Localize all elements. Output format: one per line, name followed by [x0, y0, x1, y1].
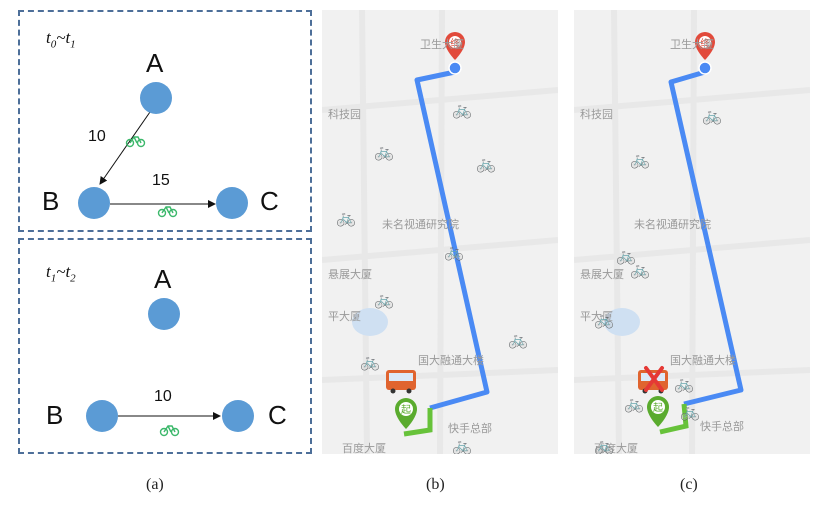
caption-c: (c) [680, 476, 698, 493]
node-label-c: C [268, 400, 287, 430]
start-marker: 起 [395, 398, 417, 429]
caption-a: (a) [146, 476, 164, 493]
node-label-b: B [42, 186, 60, 216]
route-line [668, 69, 744, 407]
node-b [78, 187, 110, 219]
edge-a-b [99, 111, 151, 185]
end-marker: 终 [445, 32, 465, 75]
poi-label: 平大厦 [328, 311, 361, 323]
poi-label: 未名视通研究院 [382, 219, 459, 231]
bicycle-icon: 🚲 [374, 144, 394, 161]
walking-route [659, 403, 689, 435]
route-line [414, 69, 490, 411]
bicycle-icon: 🚲 [630, 262, 650, 279]
bicycle-icon: 🚲 [702, 108, 722, 125]
bicycle-icon: 🚲 [674, 376, 694, 393]
end-marker: 终 [695, 32, 715, 75]
time-range-top: t0~t1 [46, 28, 76, 51]
map-c: 终 起 卫生大厦 科技园 未名视通研究院 悬展大厦 平大厦 国大融通大楼 快手总… [574, 10, 810, 454]
graph-edges-top [99, 111, 216, 218]
poi-label: 国大融通大楼 [418, 355, 484, 367]
edge-weight-b-c: 10 [154, 388, 172, 405]
caption-b: (b) [426, 476, 445, 493]
poi-label: 平大厦 [580, 311, 613, 323]
walking-route [403, 408, 433, 437]
time-start-label: t1 [46, 262, 57, 285]
graph-edges-bottom [118, 412, 221, 437]
end-marker-label: 终 [700, 37, 709, 48]
node-label-c: C [260, 186, 279, 216]
cross-icon [644, 366, 664, 392]
start-marker-label: 起 [653, 402, 663, 414]
poi-label: 快手总部 [700, 421, 744, 433]
node-a [148, 298, 180, 330]
end-marker-label: 终 [450, 37, 459, 48]
bicycle-icon [157, 206, 178, 218]
poi-label: 卫生大厦 [670, 39, 714, 51]
bicycle-icon: 🚲 [336, 210, 356, 227]
node-label-a: A [154, 264, 172, 294]
bicycle-icon: 🚲 [680, 404, 700, 421]
edge-weight-b-c: 15 [152, 172, 170, 189]
poi-label: 快手总部 [448, 423, 492, 435]
bus-icon [386, 370, 416, 394]
map-c-canvas: 终 起 [574, 10, 810, 454]
panel-a-top: t0~t1 A 10 B 15 C [18, 10, 312, 232]
node-label-a: A [146, 48, 164, 78]
node-c [222, 400, 254, 432]
bicycle-icon [159, 425, 180, 437]
bicycle-icon: 🚲 [594, 312, 614, 329]
map-b-canvas: 终 起 [322, 10, 558, 454]
poi-label: 未名视通研究院 [634, 219, 711, 231]
bicycle-icon: 🚲 [508, 332, 528, 349]
bicycle-icon: 🚲 [476, 156, 496, 173]
poi-label: 悬展大厦 [580, 269, 624, 281]
bicycle-icon: 🚲 [374, 292, 394, 309]
time-end-label: t1 [65, 28, 76, 51]
bicycle-icon [125, 136, 146, 148]
time-range-bottom: t1~t2 [46, 262, 76, 285]
poi-label: 悬展大厦 [328, 269, 372, 281]
bicycle-icon: 🚲 [452, 102, 472, 119]
node-b [86, 400, 118, 432]
bicycle-icon: 🚲 [594, 438, 614, 454]
edge-weight-a-b: 10 [88, 128, 106, 145]
time-start-label: t0 [46, 28, 57, 51]
node-a [140, 82, 172, 114]
bicycle-icon: 🚲 [624, 396, 644, 413]
poi-label: 国大融通大楼 [670, 355, 736, 367]
poi-label: 科技园 [580, 109, 613, 121]
panel-a-bottom: t1~t2 A B 10 C [18, 238, 312, 454]
time-end-label: t2 [65, 262, 76, 285]
bicycle-icon: 🚲 [444, 244, 464, 261]
poi-label: 卫生大厦 [420, 39, 464, 51]
node-label-b: B [46, 400, 64, 430]
node-c [216, 187, 248, 219]
poi-label: 百度大厦 [594, 443, 638, 454]
start-marker-label: 起 [401, 404, 411, 416]
bicycle-icon: 🚲 [360, 354, 380, 371]
poi-label: 科技园 [328, 109, 361, 121]
map-b: 终 起 卫生大厦 科技园 未名视通研究院 悬展大厦 平大厦 国大融通大楼 快手总… [322, 10, 558, 454]
poi-label: 百度大厦 [342, 443, 386, 454]
bicycle-icon: 🚲 [452, 438, 472, 454]
bicycle-icon: 🚲 [630, 152, 650, 169]
start-marker: 起 [647, 396, 669, 427]
bicycle-icon: 🚲 [616, 248, 636, 265]
